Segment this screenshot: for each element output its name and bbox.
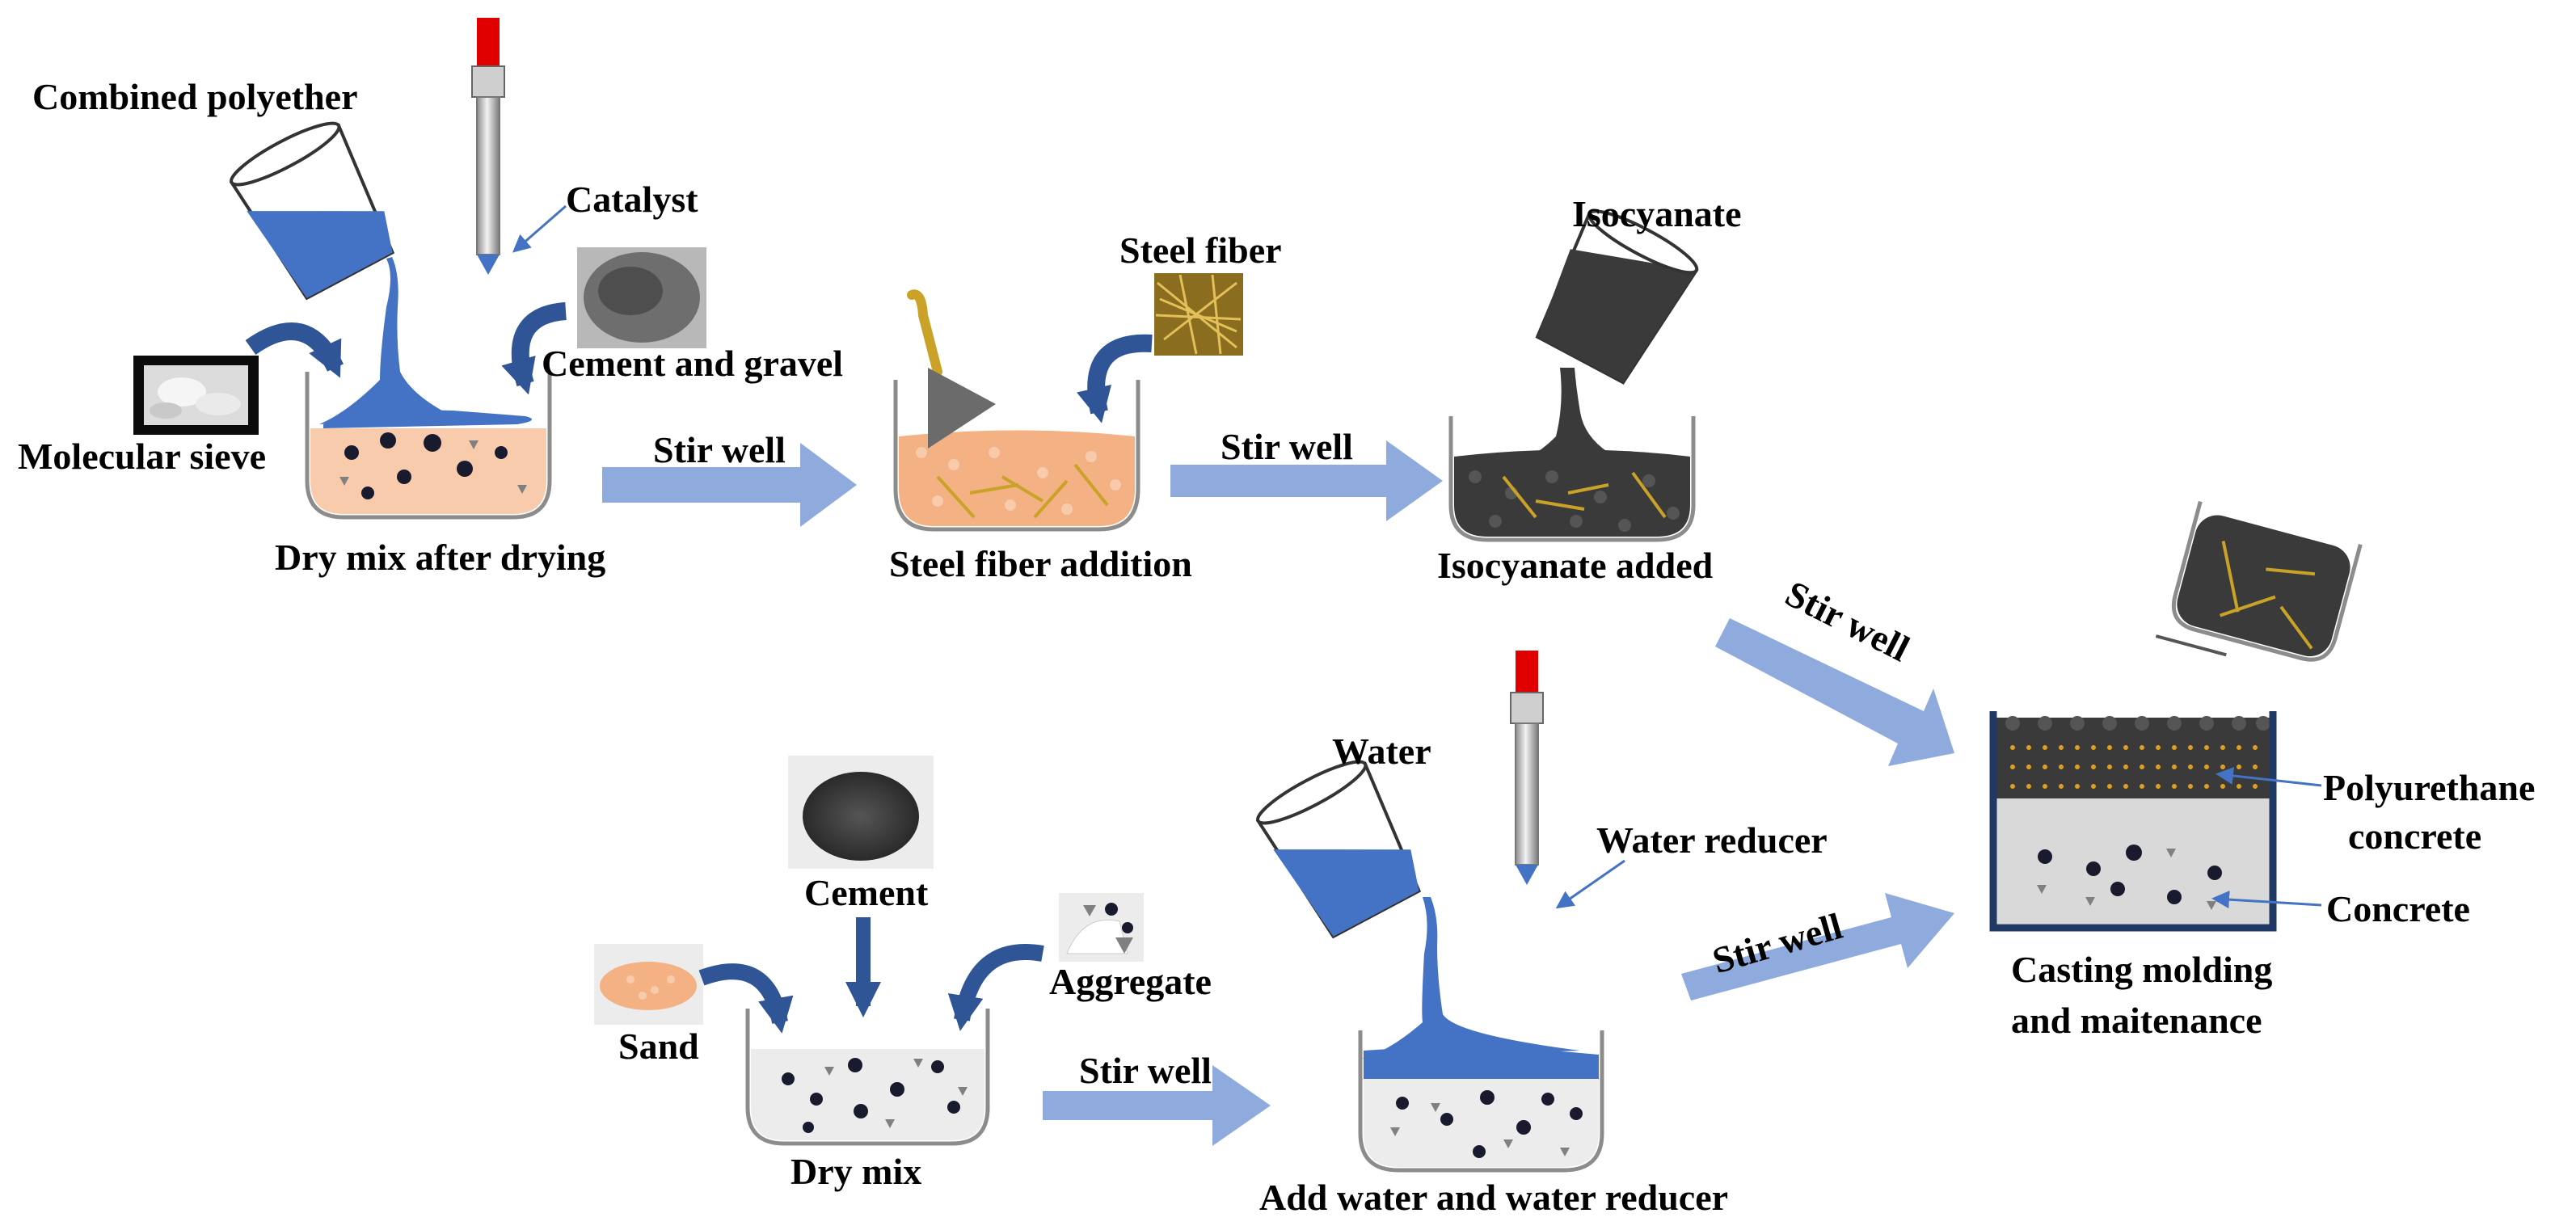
stir-arrow-5: [1681, 893, 1954, 1000]
label-cement-and-gravel: Cement and gravel: [542, 343, 843, 384]
label-add-water-and-reducer: Add water and water reducer: [1259, 1177, 1728, 1218]
tilted-polyurethane-container: [2155, 500, 2363, 662]
beaker-add-water: [1358, 1030, 1604, 1173]
label-steel-fiber-addition: Steel fiber addition: [889, 543, 1192, 584]
water-pouring-cup: [1255, 760, 1580, 1059]
label-dry-mix-after-drying: Dry mix after drying: [275, 537, 605, 578]
casting-mold: [1989, 711, 2277, 932]
water-reducer-dropper: [1510, 651, 1544, 885]
sand-curve-arrow: [698, 963, 794, 1034]
label-isocyanate: Isocyanate: [1572, 193, 1742, 234]
label-casting-line2: and maitenance: [2011, 1000, 2262, 1041]
catalyst-dropper: [471, 18, 505, 275]
steel-fiber-photo: [1154, 273, 1243, 356]
label-combined-polyether: Combined polyether: [32, 76, 358, 117]
label-polyurethane-concrete-line1: Polyurethane: [2323, 767, 2535, 808]
label-sand: Sand: [618, 1026, 699, 1067]
cement-gravel-photo: [577, 247, 706, 348]
stir-arrow-2: [1170, 440, 1443, 521]
stir-arrow-4: [1043, 1065, 1271, 1146]
beaker-steel-fiber-addition: [893, 289, 1140, 532]
molecular-sieve-curve-arrow: [245, 322, 344, 378]
label-water-reducer: Water reducer: [1596, 819, 1828, 861]
label-molecular-sieve: Molecular sieve: [18, 436, 266, 477]
cement-gravel-curve-arrow: [501, 302, 567, 395]
label-stir-well-2: Stir well: [1221, 426, 1353, 467]
cement-powder-photo: [788, 756, 934, 869]
concrete-pointer-arrow: [2211, 891, 2322, 909]
beaker-dry-mix-after-drying: [305, 372, 552, 520]
aggregate-photo: [1059, 893, 1144, 962]
isocyanate-pouring-cup: [1535, 209, 1699, 385]
beaker-dry-mix: [745, 1009, 990, 1146]
aggregate-curve-arrow: [947, 944, 1044, 1031]
stir-arrow-1: [602, 443, 857, 527]
label-concrete: Concrete: [2326, 888, 2470, 929]
label-stir-well-1: Stir well: [653, 429, 786, 470]
label-aggregate: Aggregate: [1049, 961, 1212, 1002]
label-stir-well-4: Stir well: [1079, 1050, 1212, 1091]
stir-arrow-3: [1715, 618, 1954, 766]
label-casting-line1: Casting molding: [2011, 949, 2272, 990]
sand-photo: [594, 944, 703, 1025]
beaker-isocyanate-added: [1448, 368, 1696, 542]
label-isocyanate-added: Isocyanate added: [1437, 545, 1714, 586]
catalyst-pointer-arrow: [512, 204, 567, 253]
label-steel-fiber: Steel fiber: [1119, 230, 1282, 271]
molecular-sieve-photo: [133, 356, 259, 435]
water-reducer-pointer-arrow: [1555, 859, 1625, 909]
label-cement: Cement: [804, 872, 929, 913]
label-dry-mix: Dry mix: [791, 1151, 921, 1192]
polyether-pouring-cup: [229, 121, 453, 424]
polyurethane-pointer-arrow: [2216, 767, 2322, 787]
steel-fiber-curve-arrow: [1077, 334, 1153, 423]
label-water: Water: [1332, 731, 1431, 772]
label-catalyst: Catalyst: [566, 179, 698, 220]
label-polyurethane-concrete-line2: concrete: [2348, 815, 2481, 857]
